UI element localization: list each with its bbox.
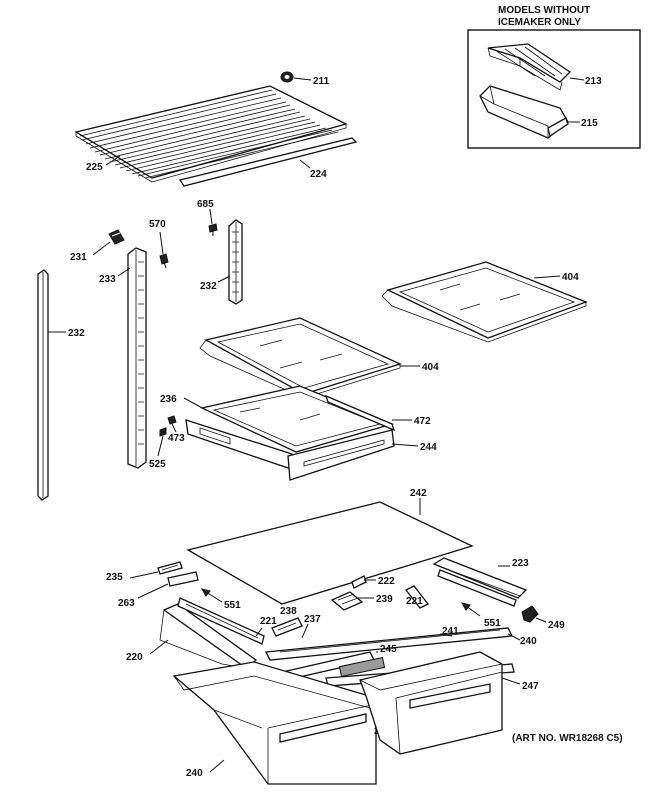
callout-240-left: 240 — [186, 768, 203, 779]
callout-225: 225 — [86, 162, 103, 173]
bracket-part-221-right — [405, 585, 429, 609]
callout-235: 235 — [106, 572, 123, 583]
callout-242: 242 — [410, 488, 427, 499]
screw-part-473 — [167, 415, 177, 425]
callout-245: 245 — [380, 644, 397, 655]
leader-213 — [569, 77, 585, 81]
callout-249: 249 — [548, 620, 565, 631]
bracket-part-235 — [157, 561, 183, 575]
callout-241: 241 — [442, 626, 459, 637]
callout-233: 233 — [99, 274, 116, 285]
crisper-cover-glass-part-242 — [186, 501, 474, 605]
leader-263 — [137, 583, 169, 599]
leader-220 — [149, 639, 169, 655]
grommet-part-211 — [280, 71, 294, 83]
bracket-part-239 — [330, 591, 364, 611]
callout-221-right: 221 — [406, 596, 423, 607]
header-line2: ICEMAKER ONLY — [498, 17, 581, 28]
leader-241 — [439, 633, 453, 637]
bracket-part-222 — [351, 575, 367, 589]
callout-237: 237 — [304, 614, 321, 625]
leader-404-right — [533, 275, 561, 279]
callout-244: 244 — [420, 442, 437, 453]
art-number: (ART NO. WR18268 C5) — [512, 733, 623, 744]
callout-220: 220 — [126, 652, 143, 663]
callout-238: 238 — [280, 606, 297, 617]
arrow-551-left — [200, 588, 223, 603]
support-part-220 — [159, 597, 265, 669]
ice-tray-part-213 — [487, 43, 572, 91]
callout-224: 224 — [310, 169, 327, 180]
callout-240-right: 240 — [520, 636, 537, 647]
rail-part-223 — [432, 557, 528, 607]
leader-249 — [535, 617, 547, 623]
leader-240-left — [209, 759, 225, 773]
header-line1: MODELS WITHOUT — [498, 5, 590, 16]
leader-525 — [157, 435, 164, 457]
callout-551-right: 551 — [484, 618, 501, 629]
callout-685: 685 — [197, 199, 214, 210]
glass-shelf-part-404-left — [199, 317, 402, 399]
leader-221-left — [255, 627, 263, 637]
callout-263: 263 — [118, 598, 135, 609]
callout-211: 211 — [313, 76, 330, 87]
clip-part-249 — [521, 605, 539, 623]
leader-225 — [105, 155, 121, 166]
callout-236: 236 — [160, 394, 177, 405]
callout-213: 213 — [585, 76, 602, 87]
leader-247 — [501, 677, 521, 685]
leader-231 — [92, 241, 111, 256]
slide-shelf-assembly — [185, 385, 396, 481]
callout-221-left: 221 — [260, 616, 277, 627]
callout-247: 247 — [522, 681, 539, 692]
leader-237 — [301, 623, 309, 639]
callout-231: 231 — [70, 252, 87, 263]
callout-473: 473 — [168, 433, 185, 444]
leader-244 — [391, 443, 419, 447]
screw-part-685 — [208, 223, 218, 236]
wire-shelf-part-225 — [74, 85, 348, 183]
leader-235 — [129, 571, 159, 579]
leader-224 — [299, 159, 311, 169]
rail-part-232-center — [228, 219, 243, 305]
ice-bin-part-215 — [479, 85, 569, 139]
trim-strip-part-224 — [178, 137, 358, 187]
leader-570 — [159, 231, 164, 255]
glass-shelf-part-404-right — [381, 261, 588, 343]
callout-223: 223 — [512, 558, 529, 569]
arrow-551-right — [460, 602, 481, 617]
callout-215: 215 — [581, 118, 598, 129]
leader-236 — [183, 397, 207, 411]
callout-404-right: 404 — [562, 272, 579, 283]
rail-part-233 — [127, 247, 147, 469]
clip-part-231 — [108, 229, 125, 245]
callout-570: 570 — [149, 219, 166, 230]
rail-part-232-left — [37, 269, 49, 501]
crisper-drawer-right — [359, 651, 503, 755]
bracket-part-238 — [271, 617, 303, 637]
leader-685 — [209, 208, 213, 225]
icemaker-inset-box — [467, 29, 641, 149]
screw-part-570 — [159, 253, 169, 269]
leader-473 — [171, 423, 177, 433]
screw-part-525 — [159, 427, 167, 437]
bracket-part-263 — [167, 571, 199, 587]
callout-404-left: 404 — [422, 362, 439, 373]
leader-232-center — [217, 275, 231, 283]
crisper-drawer-part-240-left — [172, 661, 377, 785]
callout-551-left: 551 — [224, 600, 241, 611]
leader-240-right — [507, 633, 521, 641]
callout-232-left: 232 — [68, 328, 85, 339]
leader-211 — [293, 77, 312, 81]
callout-525: 525 — [149, 459, 166, 470]
callout-232-center: 232 — [200, 281, 217, 292]
leader-233 — [117, 267, 131, 277]
callout-239: 239 — [376, 594, 393, 605]
callout-472: 472 — [414, 416, 431, 427]
callout-222: 222 — [378, 576, 395, 587]
